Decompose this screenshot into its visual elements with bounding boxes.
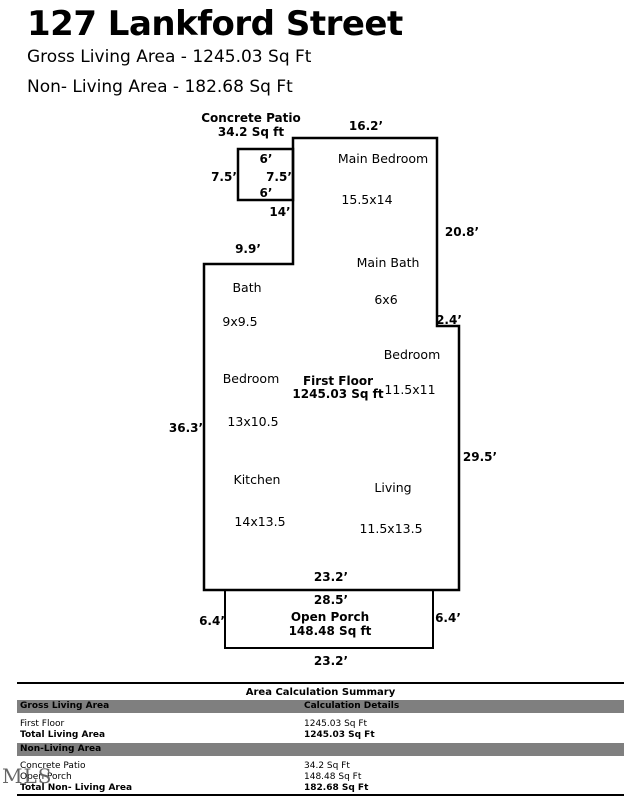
porch-value: 148.48 Sq Ft <box>304 772 362 782</box>
calc-header: Calculation Details <box>304 701 400 711</box>
total-non-living-label: Total Non- Living Area <box>20 783 133 793</box>
room-name: Main Bath <box>357 255 420 270</box>
dim-patio-inner: 7.5’ <box>266 170 292 184</box>
room-size: 9x9.5 <box>222 314 257 329</box>
porch-label: Open Porch <box>20 772 72 782</box>
floor-area: 1245.03 Sq ft <box>292 387 383 401</box>
porch-name: Open Porch <box>291 610 369 624</box>
summary-caption: Area Calculation Summary <box>245 687 396 698</box>
patio-label: Concrete Patio <box>20 761 86 771</box>
nla-header: Non-Living Area <box>20 744 102 754</box>
room-size: 14x13.5 <box>234 514 285 529</box>
room-size: 13x10.5 <box>227 414 278 429</box>
dim-bottom-floor: 23.2’ <box>314 570 348 584</box>
first-floor-outline <box>202 136 461 592</box>
floor-name: First Floor <box>303 374 373 388</box>
dim-step: 9.9’ <box>235 242 261 256</box>
area-summary-table: Area Calculation Summary Gross Living Ar… <box>17 682 624 796</box>
non-living-area: Non- Living Area - 182.68 Sq Ft <box>27 77 293 97</box>
total-non-living-value: 182.68 Sq Ft <box>304 783 369 793</box>
total-living-value: 1245.03 Sq Ft <box>304 730 375 740</box>
mls-watermark: MLS <box>2 764 53 788</box>
room-name: Bedroom <box>384 347 441 362</box>
porch-area: 148.48 Sq ft <box>289 624 372 638</box>
first-floor-label: First Floor <box>20 719 65 729</box>
room-size: 6x6 <box>374 292 397 307</box>
table-row: Concrete Patio 34.2 Sq Ft <box>17 760 624 771</box>
table-row: Total Non- Living Area 182.68 Sq Ft <box>17 782 624 793</box>
dim-right-upper: 20.8’ <box>445 225 479 239</box>
dim-patio-bottom: 6’ <box>260 186 273 200</box>
porch-outline <box>224 589 434 649</box>
first-floor-value: 1245.03 Sq Ft <box>304 719 368 729</box>
room-name: Bedroom <box>223 371 280 386</box>
dim-patio-top: 6’ <box>260 152 273 166</box>
room-size: 11.5x13.5 <box>359 521 422 536</box>
dim-jog: 2.4’ <box>436 313 462 327</box>
dim-porch-top: 28.5’ <box>314 593 348 607</box>
patio-name: Concrete Patio <box>201 111 300 125</box>
patio-outline <box>236 147 295 202</box>
dim-porch-bottom: 23.2’ <box>314 654 348 668</box>
dim-right-lower: 29.5’ <box>463 450 497 464</box>
dim-porch-right: 6.4’ <box>435 611 461 625</box>
patio-area: 34.2 Sq ft <box>218 125 284 139</box>
floor-plan: Concrete Patio 34.2 Sq ft First Floor 12… <box>169 111 497 668</box>
table-row: Open Porch 148.48 Sq Ft <box>17 771 624 782</box>
room-name: Main Bedroom <box>338 151 428 166</box>
gla-header: Gross Living Area <box>20 701 110 711</box>
table-row: First Floor 1245.03 Sq Ft <box>17 718 624 729</box>
nla-header-row: Non-Living Area <box>17 743 624 756</box>
room-name: Living <box>374 480 411 495</box>
page-title: 127 Lankford Street <box>27 4 403 44</box>
dim-porch-left: 6.4’ <box>199 614 225 628</box>
room-size: 15.5x14 <box>341 192 392 207</box>
table-row: Total Living Area 1245.03 Sq Ft <box>17 729 624 740</box>
room-name: Bath <box>232 280 261 295</box>
total-living-label: Total Living Area <box>20 730 106 740</box>
patio-value: 34.2 Sq Ft <box>304 761 350 771</box>
room-name: Kitchen <box>234 472 281 487</box>
dim-left: 36.3’ <box>169 421 203 435</box>
gla-header-row: Gross Living Area Calculation Details <box>17 700 624 713</box>
gross-living-area: Gross Living Area - 1245.03 Sq Ft <box>27 47 312 67</box>
room-size: 11.5x11 <box>384 382 435 397</box>
dim-top: 16.2’ <box>349 119 383 133</box>
dim-patio-side: 14’ <box>269 205 290 219</box>
dim-patio-left: 7.5’ <box>211 170 237 184</box>
